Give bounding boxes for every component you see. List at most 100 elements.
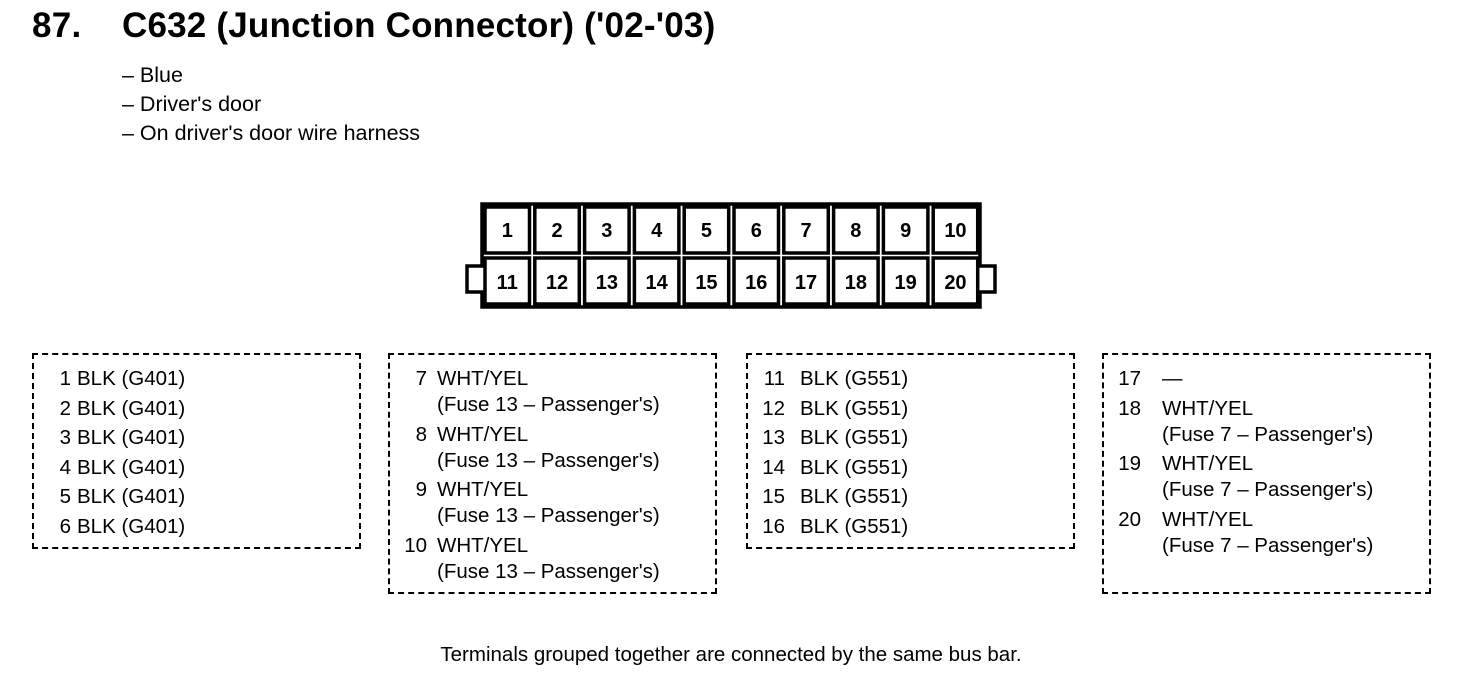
pin-number: 2: [59, 396, 71, 420]
terminal-number-10: 10: [944, 220, 967, 242]
pin-circuit-note: (Fuse 7 – Passenger's): [1162, 478, 1374, 501]
pin-number: 5: [59, 485, 71, 508]
pin-number: 17: [1118, 367, 1141, 390]
pin-entry-5: 5 BLK (G401): [34, 482, 359, 512]
pin-circuit-note: (Fuse 7 – Passenger's): [1162, 533, 1374, 557]
pin-number: 11: [763, 367, 785, 390]
terminal-number-2: 2: [551, 220, 563, 242]
pin-wire-color: BLK (G401): [77, 455, 186, 479]
pin-wire-color: BLK (G551): [800, 514, 909, 538]
pin-wire-color: WHT/YEL: [1162, 452, 1254, 475]
terminal-cavity-12: [533, 256, 582, 306]
pin-number: 3: [59, 426, 71, 449]
terminal-number-18: 18: [844, 272, 867, 294]
terminal-cavity-20: [931, 256, 980, 306]
pin-entry-11: 11 BLK (G551): [748, 364, 1073, 394]
pin-entry-17: 17 —: [1104, 364, 1429, 394]
pin-wire-color: WHT/YEL: [1162, 396, 1254, 420]
terminal-number-15: 15: [695, 272, 718, 294]
pin-circuit-note: (Fuse 13 – Passenger's): [437, 393, 660, 416]
terminal-cavity-18: [831, 256, 880, 306]
terminal-cavity-7: [782, 205, 831, 255]
pin-wire-color: WHT/YEL: [437, 367, 529, 390]
terminal-cavity-19: [881, 256, 930, 306]
terminal-number-20: 20: [944, 272, 967, 294]
terminal-cavity-8: [831, 205, 880, 255]
pin-wire-color: WHT/YEL: [437, 422, 529, 446]
pin-wire-color: WHT/YEL: [1162, 507, 1254, 531]
pin-wire-color: BLK (G551): [800, 396, 909, 420]
terminal-number-17: 17: [794, 272, 818, 294]
terminal-number-7: 7: [800, 220, 812, 242]
description-location: – Driver's door: [122, 92, 262, 116]
pin-wire-color: BLK (G401): [77, 514, 186, 538]
pin-number: 6: [59, 514, 71, 538]
pin-circuit-note: (Fuse 13 – Passenger's): [437, 559, 660, 583]
terminal-cavity-16: [732, 256, 781, 306]
pin-entry-7: 7 WHT/YEL (Fuse 13 – Passenger's): [390, 364, 715, 420]
diagram-number: 87.: [32, 6, 82, 45]
pin-wire-color: BLK (G401): [77, 485, 186, 508]
pin-entry-15: 15 BLK (G551): [748, 482, 1073, 512]
pin-number: 1: [59, 367, 71, 390]
pin-wire-color: BLK (G551): [800, 426, 909, 449]
terminal-number-19: 19: [894, 272, 917, 294]
pin-number: 14: [762, 455, 785, 479]
pin-entry-14: 14 BLK (G551): [748, 453, 1073, 483]
pin-entry-3: 3 BLK (G401): [34, 423, 359, 453]
pin-number: 9: [415, 478, 427, 501]
pin-number: 7: [415, 367, 427, 390]
pin-wire-color: WHT/YEL: [437, 478, 529, 501]
terminal-cavity-17: [782, 256, 831, 306]
terminal-number-12: 12: [545, 272, 569, 294]
terminal-number-14: 14: [645, 272, 668, 294]
terminal-cavity-9: [881, 205, 930, 255]
terminal-cavity-11: [483, 256, 532, 306]
pin-number: 15: [762, 485, 785, 508]
pin-entry-19: 19 WHT/YEL (Fuse 7 – Passenger's): [1104, 449, 1429, 505]
terminal-number-13: 13: [595, 272, 618, 294]
pin-number: 19: [1118, 452, 1141, 475]
terminal-number-16: 16: [745, 272, 768, 294]
footnote: Terminals grouped together are connected…: [440, 643, 1022, 666]
pin-wire-color: WHT/YEL: [437, 533, 529, 557]
terminal-cavity-5: [682, 205, 731, 255]
pin-number: 10: [404, 533, 427, 557]
pin-wire-color: BLK (G401): [77, 396, 186, 420]
terminal-cavity-3: [582, 205, 631, 255]
pin-wire-color: —: [1162, 367, 1183, 390]
pin-wire-color: BLK (G401): [77, 426, 186, 449]
pin-number: 8: [415, 422, 427, 446]
terminal-cavity-13: [582, 256, 631, 306]
terminal-number-6: 6: [750, 220, 762, 242]
pin-wire-color: BLK (G551): [800, 485, 909, 508]
pin-wire-color: BLK (G551): [800, 455, 909, 479]
terminal-cavity-10: [931, 205, 980, 255]
diagram-title: C632 (Junction Connector) ('02-'03): [122, 6, 716, 45]
terminal-cavity-15: [682, 256, 731, 306]
description-color: – Blue: [122, 63, 183, 87]
pin-entry-10: 10 WHT/YEL(Fuse 13 – Passenger's): [390, 531, 715, 587]
pin-circuit-note: (Fuse 7 – Passenger's): [1162, 422, 1374, 446]
connector-description: – Blue – Driver's door – On driver's doo…: [122, 61, 420, 148]
pin-wire-color: BLK (G551): [800, 367, 909, 390]
terminal-number-4: 4: [651, 220, 663, 242]
terminal-number-1: 1: [501, 220, 513, 242]
terminal-number-3: 3: [601, 220, 613, 242]
terminal-cavity-4: [632, 205, 681, 255]
description-harness: – On driver's door wire harness: [122, 121, 421, 145]
pin-number: 16: [762, 514, 785, 538]
